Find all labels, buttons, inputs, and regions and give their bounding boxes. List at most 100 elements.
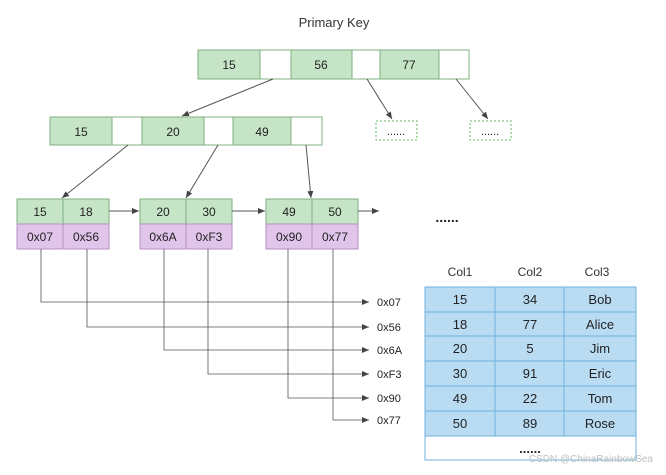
internal-pointer-cell	[111, 116, 143, 146]
placeholder-text: ......	[481, 126, 499, 138]
table-row: 18 77 Alice	[453, 317, 614, 332]
table-cell: 5	[526, 341, 533, 356]
leaf-addr-cell	[185, 223, 233, 250]
pointer-line	[332, 249, 369, 423]
leaf-addr: 0x90	[276, 230, 302, 244]
leaf-key: 30	[202, 205, 216, 219]
edge-arrow	[305, 144, 314, 199]
placeholder-node: ......	[375, 120, 418, 141]
pointer-address: 0x6A	[377, 345, 403, 357]
leaf-key: 20	[156, 205, 170, 219]
root-pointer-cell	[259, 49, 292, 80]
internal-pointer-cell	[290, 116, 323, 146]
edge-arrow	[61, 144, 129, 199]
table-cell: 77	[523, 317, 537, 332]
table-cell: Alice	[586, 317, 614, 332]
table-cell: 15	[453, 292, 467, 307]
column-header: Col2	[518, 265, 543, 279]
leaf-addr-cell	[265, 223, 313, 250]
table-cell: 50	[453, 416, 467, 431]
pointer-address: 0x90	[377, 393, 401, 405]
leaf-node: 49 50 0x90 0x77	[265, 198, 359, 250]
leaf-key: 50	[328, 205, 342, 219]
table-cell: Jim	[590, 341, 610, 356]
table-cell: 20	[453, 341, 467, 356]
leaf-addr: 0xF3	[196, 230, 223, 244]
table-cell: 30	[453, 366, 467, 381]
table-cell: Bob	[588, 292, 611, 307]
root-key: 77	[402, 58, 416, 72]
pointer-address: 0x56	[377, 322, 401, 334]
leaf-key-cell	[62, 198, 110, 225]
table-row: 49 22 Tom	[453, 391, 613, 406]
leaf-addr-cell	[311, 223, 359, 250]
table-row: 15 34 Bob	[453, 292, 612, 307]
leaf-node: 15 18 0x07 0x56	[16, 198, 110, 250]
table-cell: 34	[523, 292, 537, 307]
internal-pointer-cell	[203, 116, 234, 146]
table-cell: 91	[523, 366, 537, 381]
leaf-addr: 0x77	[322, 230, 348, 244]
pointer-labels: 0x07 0x56 0x6A 0xF3 0x90 0x77	[377, 297, 403, 427]
table-cell: 22	[523, 391, 537, 406]
table-row: 50 89 Rose	[453, 416, 615, 431]
root-key-cell	[290, 49, 353, 80]
table-cell: Rose	[585, 416, 615, 431]
table-footer-row	[424, 435, 637, 461]
data-table: Col1 Col2 Col3 15 34 Bob 18 77 Alice 20 …	[424, 265, 637, 461]
internal-key: 20	[166, 125, 180, 139]
root-key-cell	[197, 49, 261, 80]
leaf-key-cell	[185, 198, 233, 225]
pointer-address: 0x77	[377, 415, 401, 427]
pointer-line	[163, 249, 369, 353]
leaf-key-cell	[311, 198, 359, 225]
pointer-line	[287, 249, 369, 401]
internal-node: 15 20 49	[49, 116, 323, 146]
edge-arrow	[366, 78, 393, 120]
internal-key: 15	[74, 125, 88, 139]
internal-key-cell	[232, 116, 292, 146]
pointer-line	[207, 249, 369, 377]
table-cell: 18	[453, 317, 467, 332]
leaf-node: 20 30 0x6A 0xF3	[139, 198, 233, 250]
pointer-line	[86, 249, 369, 330]
column-header: Col1	[448, 265, 473, 279]
pointer-lines	[40, 249, 369, 423]
watermark-text: CSDN @ChinaRainbowSea	[529, 454, 654, 465]
leaf-key: 15	[33, 205, 47, 219]
leaf-more-text: ......	[435, 209, 458, 225]
root-pointer-cell	[351, 49, 381, 80]
leaf-key: 18	[79, 205, 93, 219]
root-key: 56	[314, 58, 328, 72]
table-more-text: ......	[519, 441, 541, 456]
leaf-key: 49	[282, 205, 296, 219]
table-cell: 89	[523, 416, 537, 431]
column-header: Col3	[585, 265, 610, 279]
root-node: 15 56 77	[197, 49, 470, 80]
table-row: 20 5 Jim	[453, 341, 610, 356]
leaf-addr-cell	[62, 223, 110, 250]
root-key-cell	[379, 49, 440, 80]
leaf-addr: 0x6A	[149, 230, 176, 244]
internal-key-cell	[141, 116, 205, 146]
edge-arrow	[181, 78, 274, 117]
internal-key: 49	[255, 125, 269, 139]
table-cell: Tom	[588, 391, 613, 406]
tree-edges	[61, 78, 489, 214]
edge-arrow	[455, 78, 489, 120]
table-row: 30 91 Eric	[453, 366, 612, 381]
diagram-title: Primary Key	[299, 15, 370, 30]
pointer-line	[40, 249, 369, 305]
table-cell: Eric	[589, 366, 612, 381]
root-pointer-cell	[438, 49, 470, 80]
edge-arrow	[185, 144, 219, 199]
placeholder-node: ......	[469, 120, 512, 141]
pointer-address: 0xF3	[377, 369, 401, 381]
leaf-addr: 0x56	[73, 230, 99, 244]
leaf-addr: 0x07	[27, 230, 53, 244]
pointer-address: 0x07	[377, 297, 401, 309]
placeholder-text: ......	[387, 126, 405, 138]
table-cell: 49	[453, 391, 467, 406]
